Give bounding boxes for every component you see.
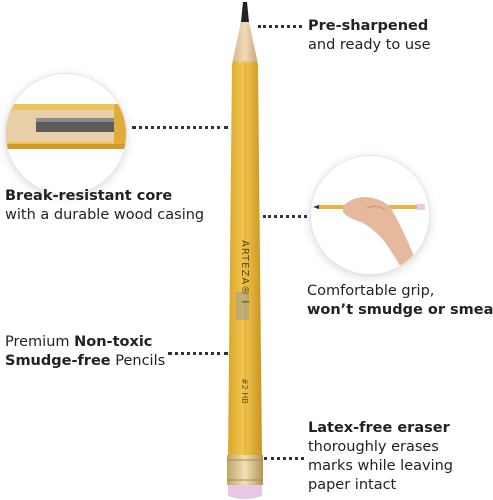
leader-line-core (132, 126, 228, 129)
feature-nontoxic-pre: Premium (5, 334, 75, 350)
core-detail-circle (6, 74, 126, 194)
feature-eraser-line4: paper intact (308, 477, 397, 493)
feature-nontoxic-bold1: Non-toxic (74, 334, 153, 350)
pencil-cutaway-icon (6, 74, 126, 194)
feature-core-title: Break-resistant core (5, 188, 173, 204)
feature-nontoxic: Premium Non-toxic Smudge-free Pencils (5, 333, 165, 371)
pencil-lead (241, 2, 249, 22)
pencil-wood-tip (232, 22, 258, 64)
feature-eraser-line3: marks while leaving (308, 458, 454, 474)
feature-presharpened-title: Pre-sharpened (308, 18, 429, 34)
leader-line-nontoxic (168, 352, 228, 355)
feature-grip-desc: Comfortable grip, (307, 283, 435, 299)
feature-eraser: Latex-free eraser thoroughly erases mark… (308, 419, 453, 495)
pencil-brand: ARTEZA® I (239, 240, 250, 305)
pencil-eraser (228, 485, 262, 499)
feature-eraser-title: Latex-free eraser (308, 420, 450, 436)
leader-line-grip (263, 215, 307, 218)
feature-grip-title: won’t smudge or smear (307, 302, 493, 318)
feature-eraser-line2: thoroughly erases (308, 439, 439, 455)
leader-line-sharpened (258, 25, 302, 28)
feature-nontoxic-post: Pencils (110, 353, 166, 369)
hand-grip-icon (311, 156, 429, 274)
feature-presharpened-desc: and ready to use (308, 37, 431, 53)
pencil-grade: #2 HB (240, 378, 249, 404)
grip-detail-circle (311, 156, 429, 274)
feature-grip: Comfortable grip, won’t smudge or smear (307, 282, 493, 320)
feature-core: Break-resistant core with a durable wood… (5, 187, 204, 225)
feature-core-desc: with a durable wood casing (5, 207, 205, 223)
feature-presharpened: Pre-sharpened and ready to use (308, 17, 431, 55)
feature-nontoxic-bold2: Smudge-free (5, 353, 111, 369)
leader-line-eraser (264, 457, 304, 460)
